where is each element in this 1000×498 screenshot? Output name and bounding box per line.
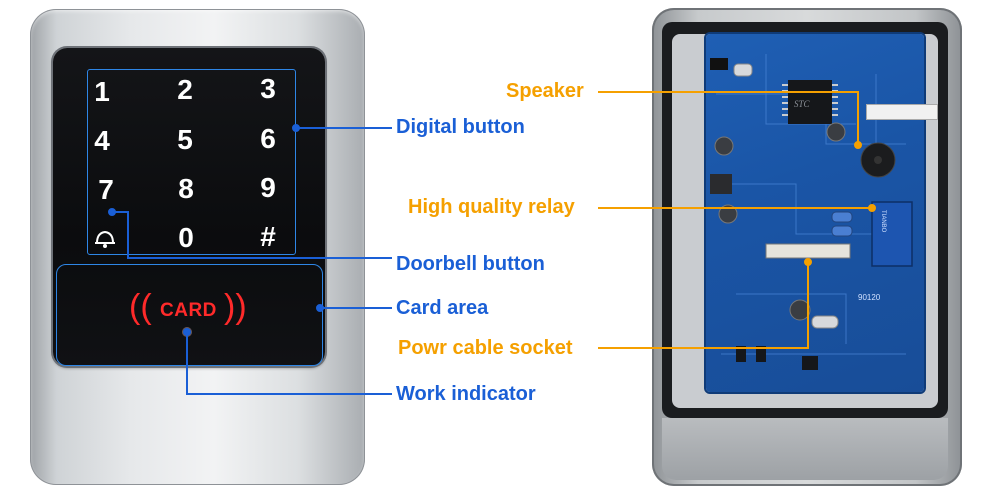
rfid-wave-left-icon: (( [129, 288, 152, 326]
circuit-board: STC TIANBO 90120 [706, 34, 924, 392]
housing-bottom [662, 418, 948, 480]
rfid-wave-right-icon: )) [224, 288, 247, 326]
card-label: CARD [160, 300, 217, 321]
key-2[interactable]: 2 [177, 74, 193, 105]
label-doorbell-button: Doorbell button [396, 253, 545, 275]
key-8[interactable]: 8 [178, 173, 194, 204]
svg-text:TIANBO: TIANBO [880, 210, 886, 233]
label-speaker: Speaker [506, 80, 584, 102]
doorbell-icon[interactable] [93, 228, 119, 250]
chip-marking: STC [794, 99, 811, 109]
key-3[interactable]: 3 [260, 73, 276, 104]
label-high-quality-relay: High quality relay [408, 196, 575, 218]
key-9[interactable]: 9 [260, 172, 276, 203]
board-code: 90120 [858, 293, 881, 302]
card-area-outline [56, 264, 323, 366]
key-hash[interactable]: # [260, 221, 276, 252]
digital-button-area-outline [87, 69, 296, 255]
key-0[interactable]: 0 [178, 222, 194, 253]
key-4[interactable]: 4 [94, 125, 110, 156]
flat-cable [866, 104, 938, 120]
key-5[interactable]: 5 [177, 124, 193, 155]
key-7[interactable]: 7 [98, 174, 114, 205]
label-work-indicator: Work indicator [396, 383, 536, 405]
key-6[interactable]: 6 [260, 123, 276, 154]
label-power-cable-socket: Powr cable socket [398, 337, 573, 359]
label-card-area: Card area [396, 297, 489, 319]
label-digital-button: Digital button [396, 116, 525, 138]
key-1[interactable]: 1 [94, 76, 110, 107]
keypad-touch-panel [53, 48, 325, 366]
